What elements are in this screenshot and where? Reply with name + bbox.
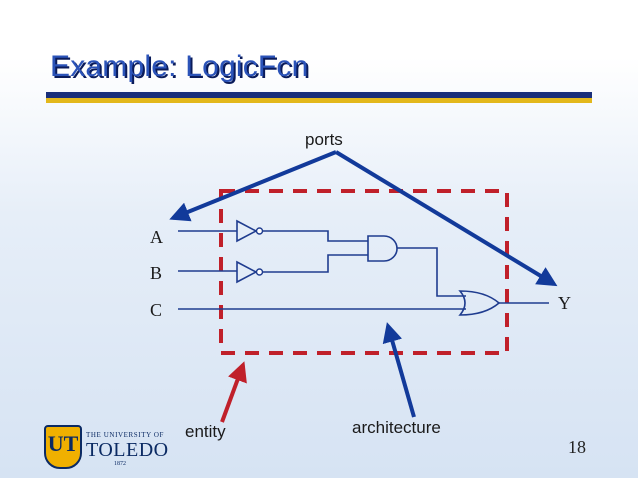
logo-line1: THE UNIVERSITY OF xyxy=(86,431,164,439)
not-gate-b xyxy=(236,260,264,284)
slide-title: Example: LogicFcn xyxy=(50,50,309,83)
logo-line3: 1872 xyxy=(114,461,126,467)
output-y-label: Y xyxy=(558,293,571,313)
title-rule-navy xyxy=(46,92,592,98)
university-logo: UT THE UNIVERSITY OF TOLEDO 1872 xyxy=(44,425,168,471)
ports-arrow-left xyxy=(169,150,337,222)
entity-box xyxy=(219,189,509,355)
page-number: 18 xyxy=(568,437,586,457)
entity-label: entity xyxy=(185,422,226,441)
ut-shield-icon: UT xyxy=(44,425,82,469)
ports-arrow-right xyxy=(334,150,558,287)
architecture-arrow xyxy=(382,322,416,418)
title-rule xyxy=(46,92,592,104)
architecture-label: architecture xyxy=(352,418,441,437)
title-rule-gold xyxy=(46,98,592,103)
wire-and-to-or xyxy=(397,247,466,297)
input-a-label: A xyxy=(150,227,163,247)
and-gate xyxy=(367,235,398,262)
or-gate xyxy=(458,290,501,316)
input-c-label: C xyxy=(150,300,162,320)
input-b-label: B xyxy=(150,263,162,283)
ports-label: ports xyxy=(305,130,343,149)
wire-notb-to-and xyxy=(263,254,368,273)
entity-arrow xyxy=(220,361,247,423)
not-gate-a xyxy=(236,219,264,243)
wire-nota-to-and xyxy=(263,230,368,242)
logo-line2: TOLEDO xyxy=(86,439,169,461)
